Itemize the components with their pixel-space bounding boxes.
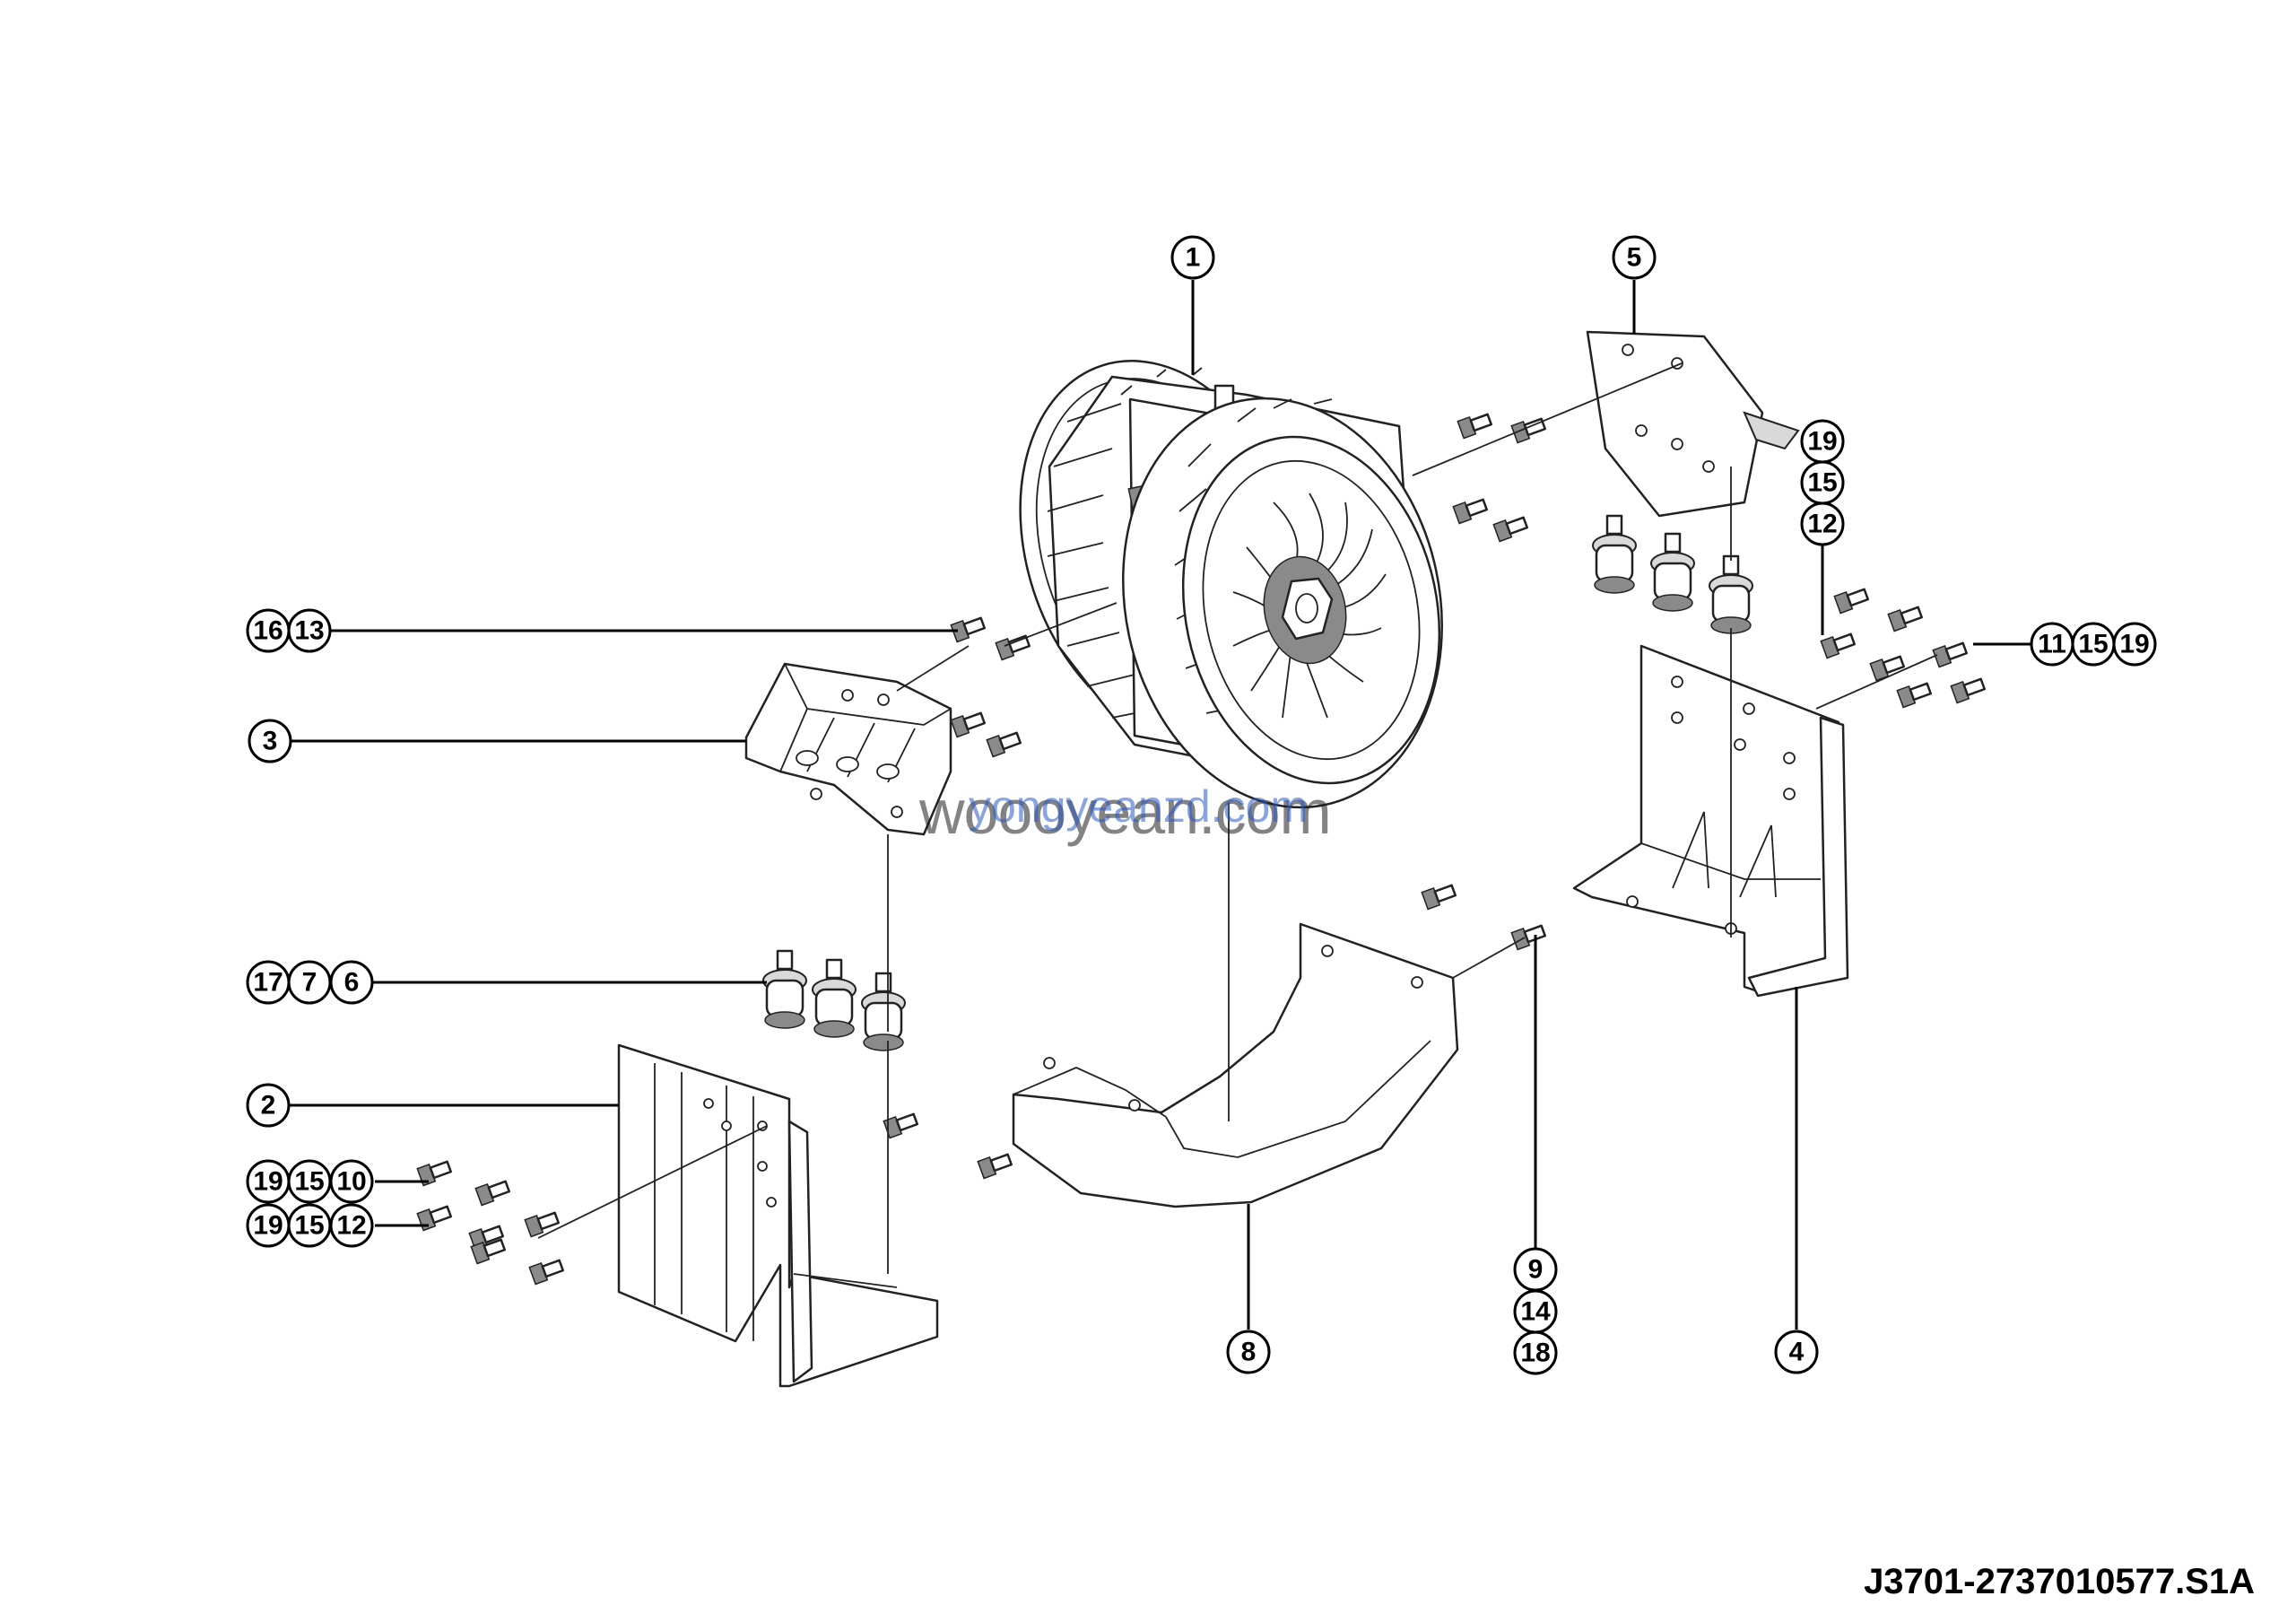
part-8-skid-plate: [1012, 922, 1459, 1208]
svg-text:13: 13: [294, 616, 324, 646]
callout-11: 11: [2030, 622, 2074, 667]
callout-10: 10: [329, 1159, 374, 1204]
callout-9: 9: [1513, 1247, 1558, 1292]
part-2-left-bracket: [617, 1043, 939, 1388]
watermark-overlay: yongyeanzd.com: [969, 781, 1309, 832]
callout-19-left-upper: 19: [246, 1159, 291, 1204]
callout-3: 3: [248, 719, 292, 763]
rubber-mounts-right: [1592, 514, 1753, 634]
svg-text:5: 5: [1627, 243, 1642, 273]
svg-text:15: 15: [1807, 468, 1837, 498]
part-1-rotor-assembly: [1019, 360, 1443, 809]
callout-1: 1: [1170, 235, 1215, 280]
svg-text:12: 12: [336, 1211, 366, 1241]
svg-text:15: 15: [294, 1211, 324, 1241]
svg-text:3: 3: [263, 727, 278, 756]
callout-15-top-right: 15: [1800, 460, 1845, 505]
svg-text:19: 19: [1807, 427, 1837, 457]
callout-14: 14: [1513, 1289, 1558, 1334]
part-5-upper-plate: [1586, 330, 1800, 518]
drawing-code: J3701-2737010577.S1A: [1864, 1562, 2255, 1601]
callout-19-left-lower: 19: [246, 1203, 291, 1248]
svg-text:19: 19: [2119, 630, 2149, 659]
callout-12-top-right: 12: [1800, 501, 1845, 546]
callout-15-left-lower: 15: [287, 1203, 332, 1248]
svg-text:19: 19: [253, 1211, 283, 1241]
leader-lines: [285, 280, 2031, 1330]
svg-text:16: 16: [253, 616, 283, 646]
part-4-right-bracket: [1572, 644, 1849, 998]
svg-text:18: 18: [1520, 1339, 1550, 1368]
svg-text:12: 12: [1807, 510, 1837, 539]
callout-17: 17: [246, 960, 291, 1005]
svg-text:11: 11: [2038, 630, 2066, 659]
svg-text:8: 8: [1241, 1338, 1257, 1367]
callout-19-right: 19: [2112, 622, 2157, 667]
svg-text:15: 15: [2078, 630, 2108, 659]
callout-12-left-lower: 12: [329, 1203, 374, 1248]
svg-text:14: 14: [1520, 1297, 1551, 1327]
callout-15-right: 15: [2071, 622, 2116, 667]
callout-19-top-right: 19: [1800, 419, 1845, 464]
svg-text:1: 1: [1186, 243, 1201, 273]
svg-text:9: 9: [1528, 1255, 1544, 1285]
assembly-lines: [537, 362, 1938, 1274]
part-3-upper-mount-bracket: [744, 662, 952, 836]
bolts: [416, 413, 1986, 1286]
callout-6: 6: [329, 960, 374, 1005]
rubber-mounts-left: [762, 949, 906, 1051]
svg-text:10: 10: [336, 1167, 366, 1197]
svg-text:7: 7: [302, 968, 317, 998]
callout-4: 4: [1774, 1330, 1819, 1374]
svg-text:4: 4: [1789, 1338, 1805, 1367]
svg-text:19: 19: [253, 1167, 283, 1197]
watermark: woooyean.com: [919, 777, 1332, 847]
callout-18: 18: [1513, 1330, 1558, 1375]
callout-8: 8: [1226, 1330, 1271, 1374]
svg-text:17: 17: [253, 968, 283, 998]
callout-7: 7: [287, 960, 332, 1005]
callout-5: 5: [1612, 235, 1657, 280]
callout-15-left-upper: 15: [287, 1159, 332, 1204]
svg-text:6: 6: [344, 968, 360, 998]
callout-2: 2: [246, 1083, 291, 1128]
callout-16: 16: [246, 608, 291, 653]
svg-text:2: 2: [261, 1091, 276, 1121]
svg-text:15: 15: [294, 1167, 324, 1197]
callout-13: 13: [287, 608, 332, 653]
